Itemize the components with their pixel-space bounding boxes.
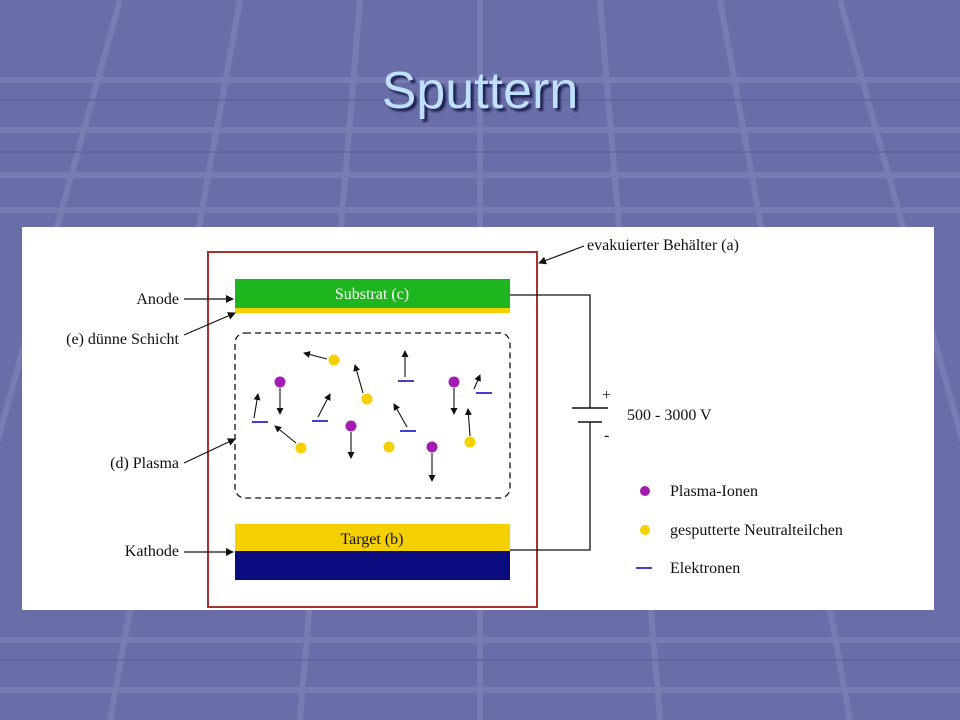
neutral-motion-arrow	[464, 408, 472, 437]
neutral-particle	[295, 442, 307, 454]
neutral-particle	[464, 436, 476, 448]
battery-plus-sign: +	[602, 387, 611, 404]
neutral-particle	[361, 393, 373, 405]
plasma-ion	[426, 441, 438, 453]
cathode-block	[235, 551, 510, 580]
substrate-label: Substrat (c)	[335, 286, 409, 303]
target-bar	[235, 524, 510, 551]
electron-motion-arrow	[393, 403, 408, 428]
legend-neutral-symbol	[640, 525, 650, 535]
thin-layer-label: (e) dünne Schicht	[66, 331, 179, 348]
sputtered-neutrals	[274, 351, 476, 454]
plasma-region	[234, 332, 511, 499]
electrons	[252, 350, 492, 432]
anode-label: Anode	[136, 291, 179, 308]
legend-ion-symbol	[640, 486, 650, 496]
container-label: evakuierter Behälter (a)	[587, 237, 739, 254]
neutral-motion-arrow	[353, 364, 364, 394]
sputter-diagram: Substrat (c) Target (b) + - 500 - 3000 V…	[22, 227, 934, 610]
thin-layer-pointer	[183, 312, 236, 336]
battery-minus-sign: -	[604, 427, 609, 444]
thin-layer-bar	[235, 308, 510, 313]
neutral-motion-arrow	[303, 351, 328, 360]
legend: Plasma-Ionen gesputterte Neutralteilchen…	[636, 483, 843, 577]
plasma-ion	[448, 376, 460, 388]
cathode-label: Kathode	[125, 543, 179, 560]
substrate-bar	[235, 279, 510, 308]
container-pointer	[538, 245, 585, 265]
target-label: Target (b)	[341, 531, 404, 548]
circuit-wire-bottom	[510, 422, 591, 551]
slide-title: Sputtern	[381, 62, 579, 120]
legend-ion-label: Plasma-Ionen	[670, 483, 758, 500]
plasma-ion	[274, 376, 286, 388]
neutral-particle	[328, 354, 340, 366]
plasma-pointer	[183, 438, 236, 464]
neutral-motion-arrow	[274, 425, 297, 444]
circuit-wire-top	[510, 294, 591, 408]
plasma-ion	[345, 420, 357, 432]
voltage-label: 500 - 3000 V	[627, 407, 712, 424]
plasma-label: (d) Plasma	[110, 455, 179, 472]
legend-electron-label: Elektronen	[670, 560, 740, 577]
plasma-ions	[274, 376, 460, 482]
electron-motion-arrow	[473, 374, 481, 390]
electron-motion-arrow	[253, 393, 261, 419]
vacuum-container	[207, 251, 538, 608]
legend-neutral-label: gesputterte Neutralteilchen	[670, 522, 843, 539]
neutral-particle	[383, 441, 395, 453]
electron-motion-arrow	[317, 393, 331, 418]
